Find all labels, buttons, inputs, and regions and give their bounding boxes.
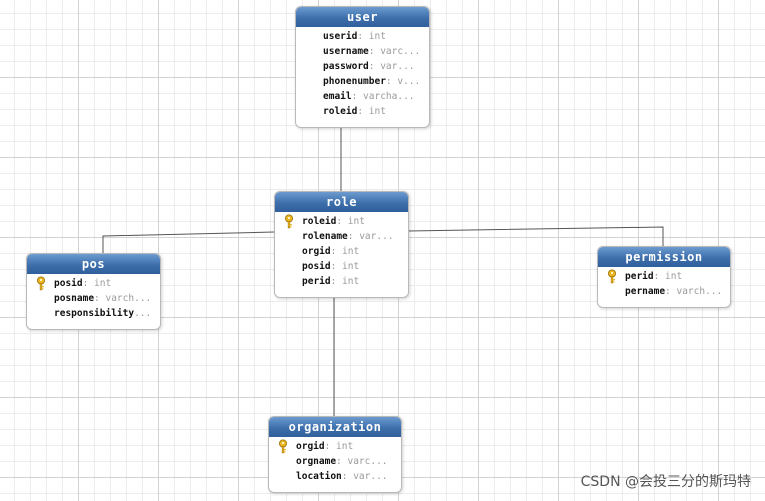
field-row[interactable]: perid: int bbox=[598, 269, 730, 284]
field-type: : int bbox=[653, 271, 683, 282]
field-type: : varc... bbox=[368, 46, 421, 57]
field-row[interactable]: username: varc... bbox=[296, 44, 429, 59]
field-name: rolename bbox=[302, 231, 348, 242]
field-name: perid bbox=[302, 276, 331, 287]
field-type: : varch... bbox=[94, 293, 152, 304]
field-type: : var... bbox=[341, 471, 388, 482]
field-name: pername bbox=[625, 286, 666, 297]
field-name: orgid bbox=[302, 246, 331, 257]
connector-role-pos bbox=[102, 231, 275, 254]
field-name: perid bbox=[625, 271, 654, 282]
field-name: posid bbox=[54, 278, 83, 289]
field-row[interactable]: userid: int bbox=[296, 29, 429, 44]
field-row[interactable]: roleid: int bbox=[296, 104, 429, 119]
field-row[interactable]: posid: int bbox=[275, 259, 408, 274]
entity-permission[interactable]: permission perid: int pername: varch... bbox=[597, 246, 731, 308]
field-type: : int bbox=[330, 261, 360, 272]
field-list: userid: int username: varc... password: … bbox=[296, 27, 429, 119]
field-type: : var... bbox=[347, 231, 394, 242]
entity-title: user bbox=[296, 7, 429, 27]
field-row[interactable]: perid: int bbox=[275, 274, 408, 289]
field-row[interactable]: password: var... bbox=[296, 59, 429, 74]
field-type: : varc... bbox=[336, 456, 388, 467]
field-row[interactable]: orgid: int bbox=[275, 244, 408, 259]
watermark: CSDN @会投三分的斯玛特 bbox=[580, 474, 751, 490]
field-type: : int bbox=[357, 31, 386, 42]
field-row[interactable]: roleid: int bbox=[275, 214, 408, 229]
field-row[interactable]: posid: int bbox=[27, 276, 160, 291]
field-type: : v... bbox=[385, 76, 421, 87]
field-name: roleid bbox=[323, 106, 358, 117]
field-row[interactable]: orgname: varc... bbox=[269, 454, 401, 469]
field-type: : int bbox=[82, 278, 112, 289]
entity-title: pos bbox=[27, 254, 160, 274]
field-name: location bbox=[296, 471, 342, 482]
field-type: : int bbox=[357, 106, 386, 117]
field-list: roleid: int rolename: var... orgid: int … bbox=[275, 212, 408, 289]
key-icon bbox=[285, 214, 293, 229]
field-row[interactable]: phonenumber: v... bbox=[296, 74, 429, 89]
entity-title: role bbox=[275, 192, 408, 212]
entity-title: organization bbox=[269, 417, 401, 437]
field-type: : int bbox=[330, 276, 360, 287]
field-row[interactable]: email: varcha... bbox=[296, 89, 429, 104]
field-name: posname bbox=[54, 293, 95, 304]
field-name: orgid bbox=[296, 441, 325, 452]
connector-role-permission bbox=[407, 226, 664, 246]
field-row[interactable]: responsibility... bbox=[27, 306, 160, 321]
field-type: ... bbox=[134, 308, 152, 319]
field-row[interactable]: location: var... bbox=[269, 469, 401, 484]
field-type: : var... bbox=[368, 61, 415, 72]
field-type: : int bbox=[324, 441, 354, 452]
key-icon bbox=[37, 276, 45, 291]
field-name: posid bbox=[302, 261, 331, 272]
key-icon bbox=[608, 269, 616, 284]
entity-user[interactable]: user userid: int username: varc... passw… bbox=[295, 6, 430, 128]
entity-organization[interactable]: organization orgid: int orgname: varc...… bbox=[268, 416, 402, 493]
entity-title: permission bbox=[598, 247, 730, 267]
field-name: phonenumber bbox=[323, 76, 386, 87]
field-row[interactable]: rolename: var... bbox=[275, 229, 408, 244]
field-type: : varcha... bbox=[351, 91, 415, 102]
field-name: password bbox=[323, 61, 369, 72]
field-type: : int bbox=[336, 216, 365, 227]
field-row[interactable]: orgid: int bbox=[269, 439, 401, 454]
field-row[interactable]: posname: varch... bbox=[27, 291, 160, 306]
field-name: userid bbox=[323, 31, 358, 42]
field-name: username bbox=[323, 46, 369, 57]
field-list: orgid: int orgname: varc... location: va… bbox=[269, 437, 401, 484]
field-name: roleid bbox=[302, 216, 337, 227]
field-name: email bbox=[323, 91, 352, 102]
field-type: : varch... bbox=[665, 286, 723, 297]
field-row[interactable]: pername: varch... bbox=[598, 284, 730, 299]
field-list: posid: int posname: varch... responsibil… bbox=[27, 274, 160, 321]
entity-role[interactable]: role roleid: int rolename: var... orgid:… bbox=[274, 191, 409, 298]
field-list: perid: int pername: varch... bbox=[598, 267, 730, 299]
field-name: orgname bbox=[296, 456, 337, 467]
field-type: : int bbox=[330, 246, 360, 257]
field-name: responsibility bbox=[54, 308, 135, 319]
key-icon bbox=[279, 439, 287, 454]
entity-pos[interactable]: pos posid: int posname: varch... respons… bbox=[26, 253, 161, 330]
